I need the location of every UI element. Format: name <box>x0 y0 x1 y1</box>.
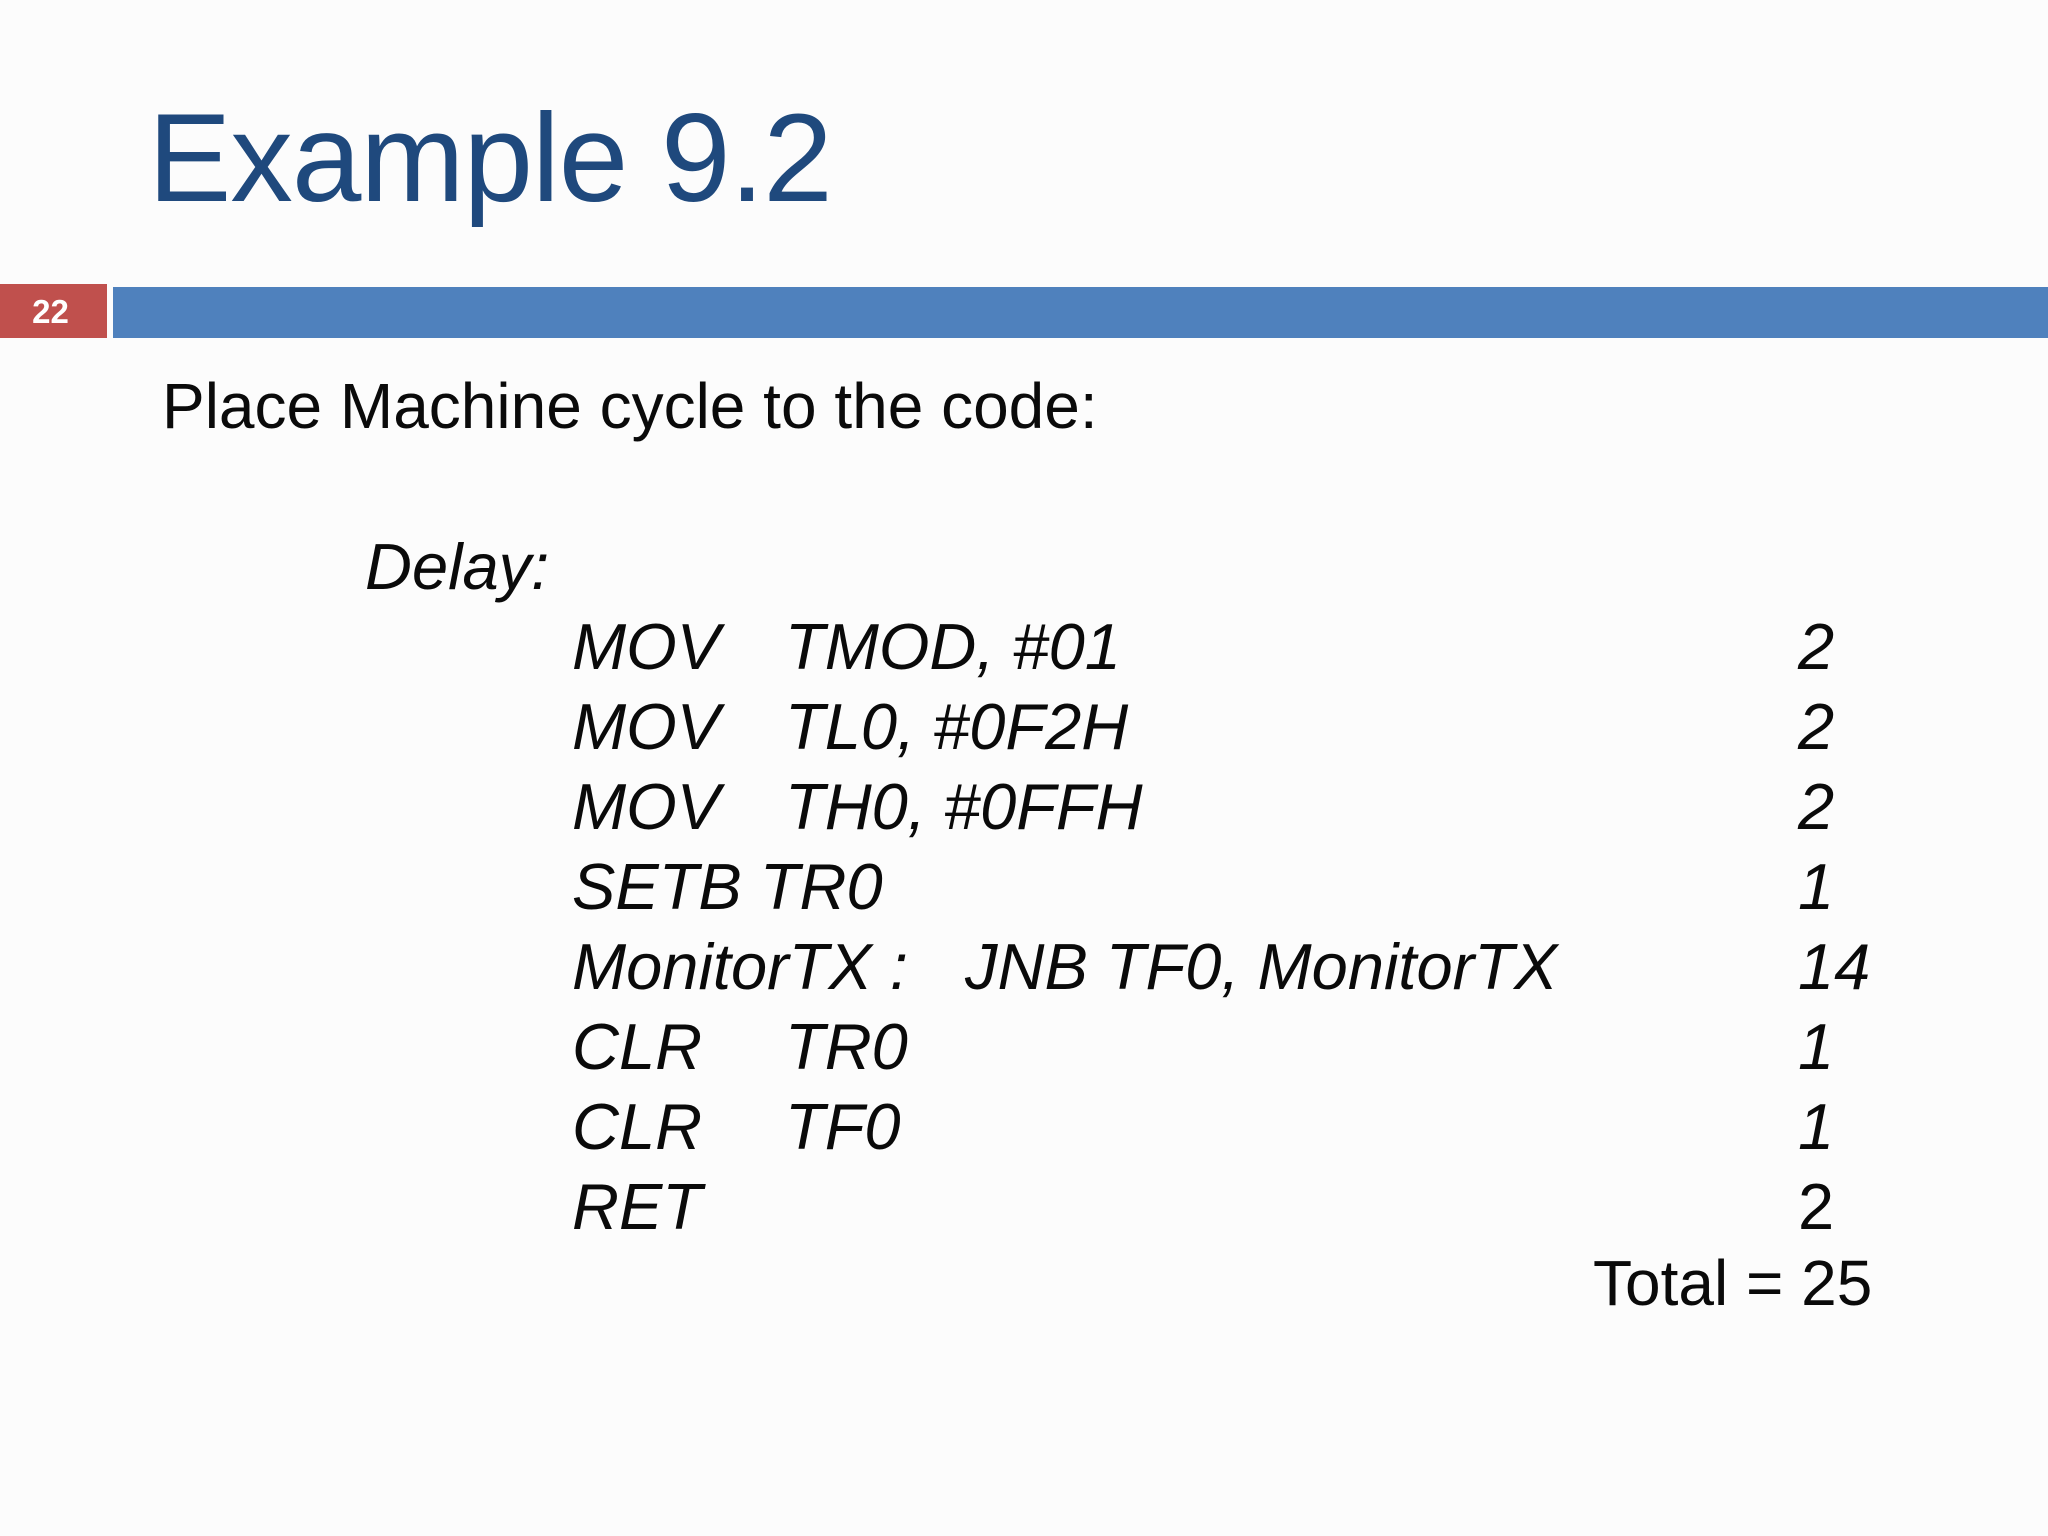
instruction: SETB TR0 <box>572 850 883 923</box>
cycle-count: 14 <box>1798 930 1871 1003</box>
code-line: MOV TMOD, #01 2 <box>0 614 2048 694</box>
instruction: CLR <box>572 1010 703 1083</box>
page-number: 22 <box>32 292 69 330</box>
cycle-count: 2 <box>1798 770 1835 843</box>
cycle-count: 1 <box>1798 850 1835 923</box>
operand: TH0, #0FFH <box>785 770 1143 843</box>
instruction: MonitorTX : <box>572 930 908 1003</box>
operand: TR0 <box>785 1010 908 1083</box>
code-line: MOV TH0, #0FFH 2 <box>0 774 2048 854</box>
total-row: Total = 25 <box>0 1251 2048 1331</box>
intro-text: Place Machine cycle to the code: <box>162 370 1098 442</box>
operand: TF0 <box>785 1090 901 1163</box>
page-number-badge: 22 <box>0 284 107 338</box>
cycle-count: 2 <box>1798 1170 1835 1243</box>
code-line: SETB TR0 1 <box>0 854 2048 934</box>
instruction: MOV <box>572 610 721 683</box>
slide-title: Example 9.2 <box>148 89 833 228</box>
code-label: Delay: <box>365 530 550 603</box>
operand: JNB TF0, MonitorTX <box>965 930 1558 1003</box>
instruction: RET <box>572 1170 702 1243</box>
code-line: MonitorTX : JNB TF0, MonitorTX 14 <box>0 934 2048 1014</box>
code-line: MOV TL0, #0F2H 2 <box>0 694 2048 774</box>
cycle-count: 2 <box>1798 610 1835 683</box>
cycle-count: 2 <box>1798 690 1835 763</box>
operand: TL0, #0F2H <box>785 690 1129 763</box>
instruction: CLR <box>572 1090 703 1163</box>
code-label-row: Delay: <box>0 534 2048 614</box>
instruction: MOV <box>572 770 721 843</box>
code-line: CLR TF0 1 <box>0 1094 2048 1174</box>
code-line: CLR TR0 1 <box>0 1014 2048 1094</box>
code-line: RET 2 <box>0 1174 2048 1254</box>
instruction: MOV <box>572 690 721 763</box>
operand: TMOD, #01 <box>785 610 1121 683</box>
cycle-count: 1 <box>1798 1090 1835 1163</box>
header-accent-bar <box>113 287 2048 338</box>
cycle-count: 1 <box>1798 1010 1835 1083</box>
total-text: Total = 25 <box>1593 1247 1873 1319</box>
